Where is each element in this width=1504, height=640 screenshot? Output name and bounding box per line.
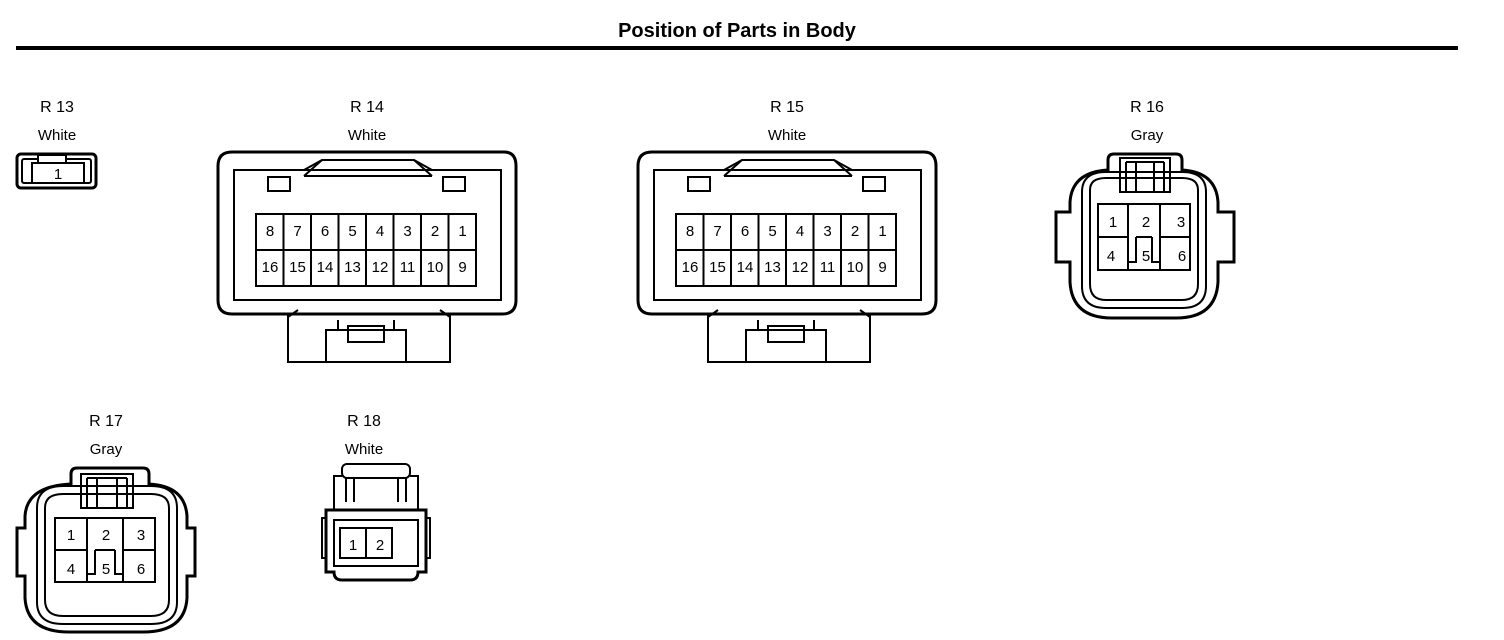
pin-label: 8 <box>266 223 274 240</box>
pin-label: 3 <box>823 223 831 240</box>
pin-label: 6 <box>741 223 749 240</box>
pin-label: 8 <box>686 223 694 240</box>
pin-label: 2 <box>376 537 384 554</box>
pin-label: 15 <box>289 259 306 276</box>
pin-label: 1 <box>1109 214 1117 231</box>
pin-label: 1 <box>67 527 75 544</box>
pin-label: 14 <box>317 259 334 276</box>
pin-label: 10 <box>427 259 444 276</box>
pin-label: 12 <box>792 259 809 276</box>
connector-r15 <box>636 150 938 363</box>
page-title: Position of Parts in Body <box>618 20 856 42</box>
pin-label: 6 <box>137 561 145 578</box>
connector-r13-color: White <box>37 127 77 144</box>
pin-label: 12 <box>372 259 389 276</box>
pin-label: 3 <box>403 223 411 240</box>
pin-label: 5 <box>1142 248 1150 265</box>
connector-r13: 1 <box>15 152 98 190</box>
pin-label: 4 <box>796 223 804 240</box>
pin-label: 3 <box>1177 214 1185 231</box>
pin-label: 4 <box>376 223 384 240</box>
title-divider <box>16 46 1458 50</box>
pin-label: 7 <box>713 223 721 240</box>
pin-label: 2 <box>851 223 859 240</box>
connector-r17-color: Gray <box>89 441 123 458</box>
connector-r15-id: R 15 <box>770 99 804 116</box>
pin-label: 11 <box>820 259 836 276</box>
pin-label: 14 <box>737 259 754 276</box>
pin-label: 10 <box>847 259 864 276</box>
pin-label: 4 <box>1107 248 1115 265</box>
connector-r15-pins: 8 7 6 5 4 3 2 1 16 15 14 13 12 11 10 9 <box>682 223 887 276</box>
connector-r18-pins: 1 2 <box>349 537 384 554</box>
connector-r17 <box>15 466 197 634</box>
pin-label: 16 <box>682 259 699 276</box>
pin-label: 1 <box>458 223 466 240</box>
connector-r18-id: R 18 <box>347 413 381 430</box>
pin-label: 2 <box>1142 214 1150 231</box>
pin-label: 9 <box>878 259 886 276</box>
pin-label: 16 <box>262 259 279 276</box>
connector-r16-pins: 1 2 3 4 5 6 <box>1107 214 1186 265</box>
pin-label: 15 <box>709 259 726 276</box>
pin-label: 5 <box>768 223 776 240</box>
connector-r14-id: R 14 <box>350 99 384 116</box>
pin-label: 2 <box>102 527 110 544</box>
connector-r14-color: White <box>347 127 387 144</box>
pin-label: 11 <box>400 259 416 276</box>
pin-label: 5 <box>102 561 110 578</box>
connector-r18-color: White <box>344 441 384 458</box>
pin-label: 13 <box>344 259 361 276</box>
connector-r16 <box>1054 152 1236 320</box>
connector-r16-color: Gray <box>1130 127 1164 144</box>
pin-label: 1 <box>878 223 886 240</box>
pin-label: 2 <box>431 223 439 240</box>
connector-r18 <box>321 463 431 582</box>
connector-r16-id: R 16 <box>1130 99 1164 116</box>
connector-r13-id: R 13 <box>40 99 74 116</box>
connector-r14-pins: 8 7 6 5 4 3 2 1 16 15 14 13 12 11 10 9 <box>262 223 467 276</box>
connector-r14 <box>216 150 518 363</box>
pin-label: 7 <box>293 223 301 240</box>
connector-r17-id: R 17 <box>89 413 123 430</box>
pin-label: 6 <box>1178 248 1186 265</box>
connector-r17-pins: 1 2 3 4 5 6 <box>67 527 145 578</box>
pin-label: 9 <box>458 259 466 276</box>
pin-label: 3 <box>137 527 145 544</box>
connector-r15-color: White <box>767 127 807 144</box>
pin-label: 5 <box>348 223 356 240</box>
pin-label: 4 <box>67 561 75 578</box>
pin-label: 13 <box>764 259 781 276</box>
pin-label: 1 <box>349 537 357 554</box>
pin-label: 1 <box>54 166 62 183</box>
pin-label: 6 <box>321 223 329 240</box>
